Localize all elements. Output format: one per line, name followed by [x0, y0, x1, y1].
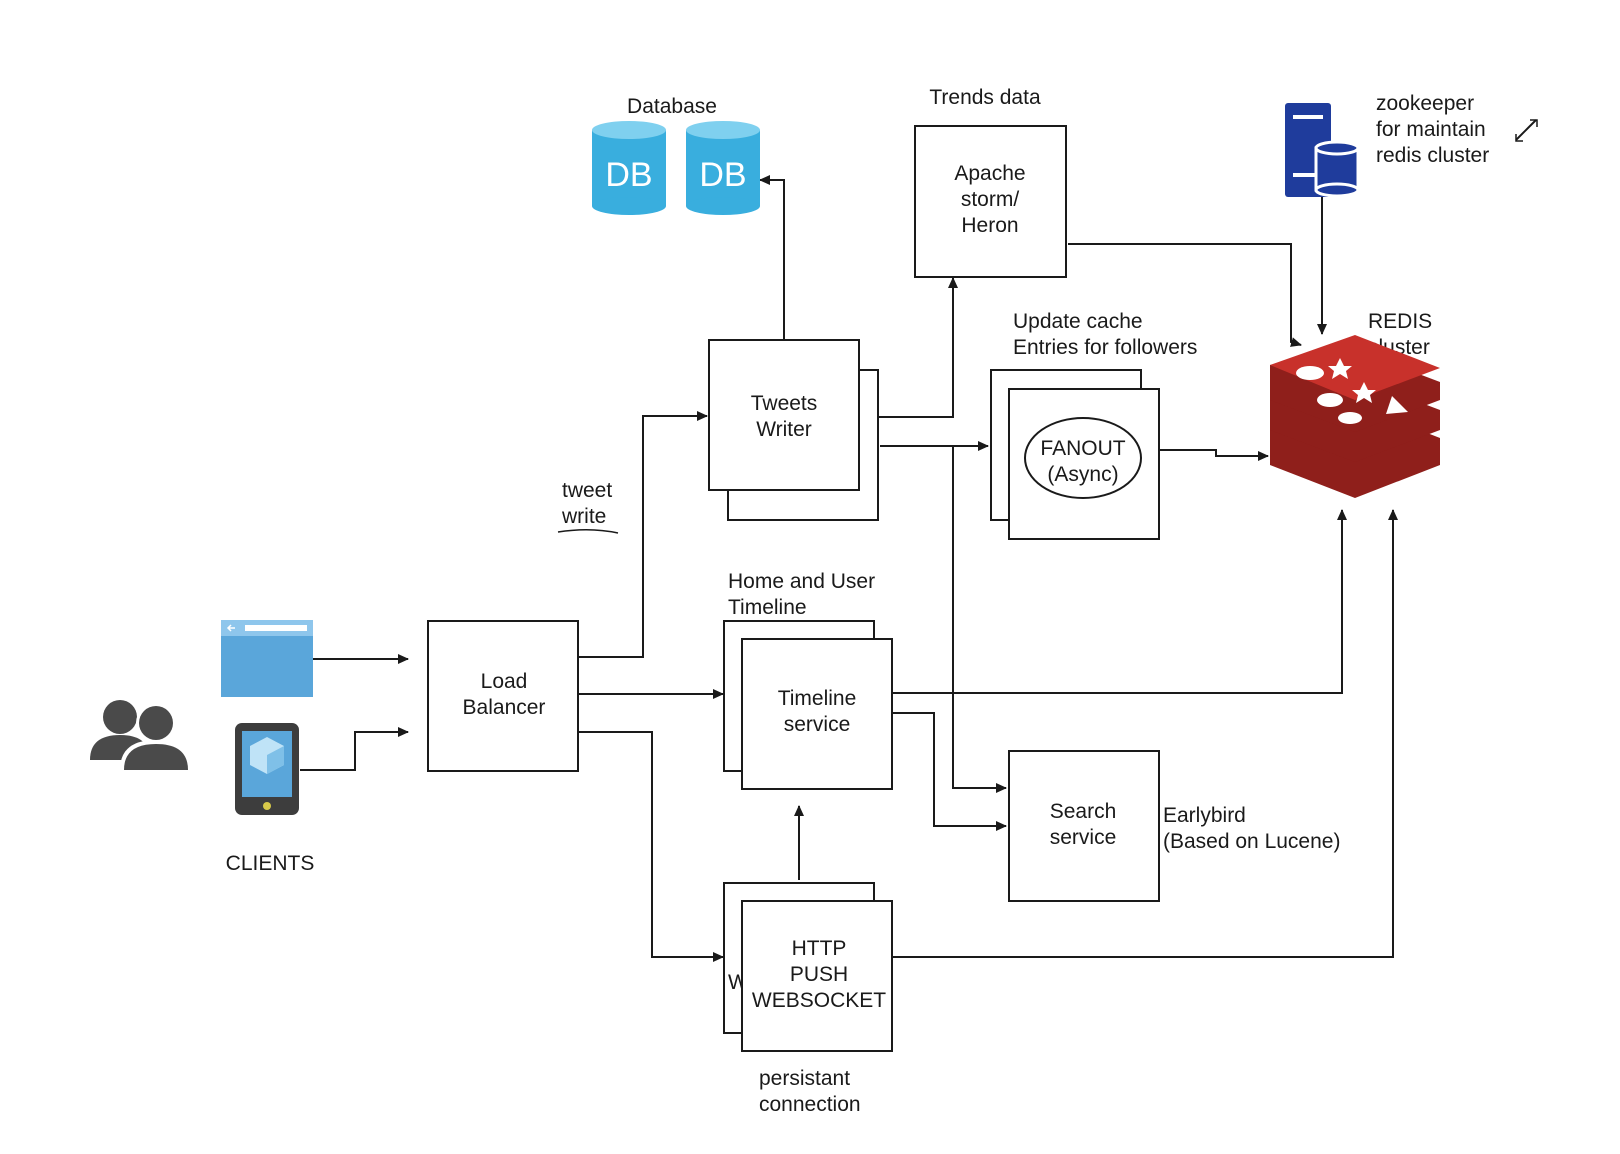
tweets-writer-label-2: Writer: [756, 418, 812, 441]
http-push-label-3: WEBSOCKET: [752, 989, 886, 1012]
db-label-a: DB: [605, 156, 652, 194]
timeline-label-2: service: [784, 713, 851, 736]
edge-tweets-writer-to-database: [759, 175, 785, 340]
edge-timeline-to-search: [892, 712, 1007, 831]
database-icon: [592, 121, 760, 215]
persistent-label-1: persistant: [759, 1067, 850, 1090]
server-database-icon: [1285, 103, 1360, 198]
http-push-label-1: HTTP: [792, 937, 847, 960]
apache-label-1: Apache: [954, 162, 1025, 185]
zookeeper-label-2: for maintain: [1376, 118, 1486, 141]
timeline-service-node: Timeline service: [723, 620, 893, 790]
zookeeper-label-3: redis cluster: [1376, 144, 1489, 167]
db-label-b: DB: [699, 156, 746, 194]
trends-data-label: Trends data: [929, 86, 1041, 109]
apache-label-2: storm/: [961, 188, 1020, 211]
tweet-write-underline: [557, 529, 619, 534]
tweets-writer-label-1: Tweets: [751, 392, 818, 415]
home-user-timeline-label-1: Home and User: [728, 570, 875, 593]
mobile-app-icon: [235, 723, 299, 815]
expand-icon[interactable]: [1515, 119, 1538, 142]
edge-tweets-writer-to-search: [952, 446, 1007, 793]
fanout-label-2: (Async): [1047, 463, 1118, 486]
edge-apache-storm-to-redis: [1068, 243, 1302, 347]
redis-label-1: REDIS: [1368, 310, 1432, 333]
load-balancer-label-2: Balancer: [463, 696, 546, 719]
database-group: Database DB DB: [592, 95, 760, 215]
search-service-node: Search service: [1008, 750, 1160, 902]
edges: [300, 175, 1398, 962]
home-user-timeline-label-2: Timeline: [728, 596, 807, 619]
edge-timeline-to-redis: [892, 509, 1347, 694]
tweet-write-label-1: tweet: [562, 479, 612, 502]
earlybird-label-2: (Based on Lucene): [1163, 830, 1340, 853]
load-balancer-node: Load Balancer: [427, 620, 579, 772]
timeline-label-1: Timeline: [778, 687, 857, 710]
earlybird-label-1: Earlybird: [1163, 804, 1246, 827]
edge-http-push-to-redis: [892, 509, 1398, 958]
search-label-1: Search: [1050, 800, 1117, 823]
browser-window-icon: [221, 620, 313, 697]
edge-load-balancer-to-http-push: [578, 731, 724, 962]
apache-label-3: Heron: [961, 214, 1018, 237]
tweet-write-label-2: write: [561, 505, 606, 528]
edge-mobile-to-load-balancer: [300, 727, 409, 771]
users-icon: [90, 700, 192, 770]
clients-label: CLIENTS: [226, 852, 315, 875]
apache-storm-node: Apache storm/ Heron: [914, 125, 1067, 278]
search-label-2: service: [1050, 826, 1117, 849]
http-push-node: W HTTP PUSH WEBSOCKET: [723, 882, 893, 1052]
persistent-label-2: connection: [759, 1093, 861, 1116]
zookeeper-label-1: zookeeper: [1376, 92, 1474, 115]
edge-fanout-to-redis: [1160, 449, 1269, 461]
fanout-circle-annotation: [1024, 417, 1142, 499]
http-push-label-2: PUSH: [790, 963, 848, 986]
edge-tweets-writer-to-apache-storm: [860, 277, 958, 418]
update-cache-label-1: Update cache: [1013, 310, 1143, 333]
database-label: Database: [627, 95, 717, 118]
fanout-node: FANOUT (Async): [990, 369, 1160, 540]
redis-icon: [1270, 335, 1440, 498]
fanout-label-1: FANOUT: [1040, 437, 1125, 460]
edge-load-balancer-to-tweets-writer: [578, 411, 708, 658]
tweets-writer-node: Tweets Writer: [708, 339, 879, 521]
update-cache-label-2: Entries for followers: [1013, 336, 1197, 359]
load-balancer-label-1: Load: [481, 670, 528, 693]
